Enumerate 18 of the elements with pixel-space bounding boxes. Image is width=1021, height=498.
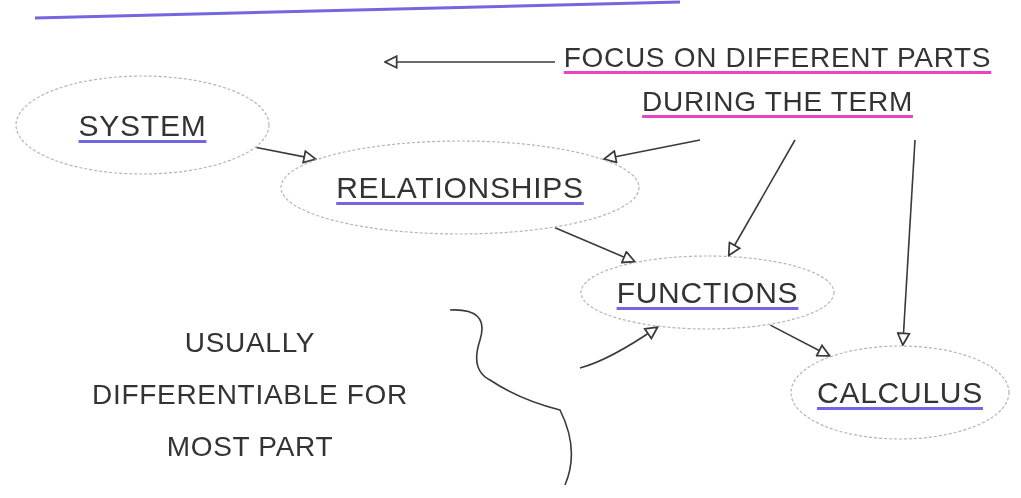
note-text: FOCUS ON DIFFERENT PARTS DURING THE TERM — [562, 41, 993, 119]
arrow — [769, 324, 831, 357]
arrow — [603, 139, 701, 164]
node-label: CALCULUS — [816, 375, 984, 411]
ellipse-node — [580, 255, 835, 330]
arrow — [896, 139, 916, 346]
arrow — [384, 55, 556, 69]
node-label: RELATIONSHIPS — [336, 170, 584, 206]
note-text: USUALLY DIFFERENTIABLE FOR MOST PART — [91, 326, 409, 464]
arrow — [554, 227, 636, 264]
arrow — [255, 146, 317, 164]
node-label: SYSTEM — [78, 107, 207, 144]
arrow — [727, 139, 796, 257]
ellipse-node — [280, 140, 640, 235]
node-label: FUNCTIONS — [616, 275, 799, 311]
arrow — [579, 326, 659, 369]
ellipse-node — [15, 75, 270, 175]
ellipse-node — [790, 345, 1010, 440]
